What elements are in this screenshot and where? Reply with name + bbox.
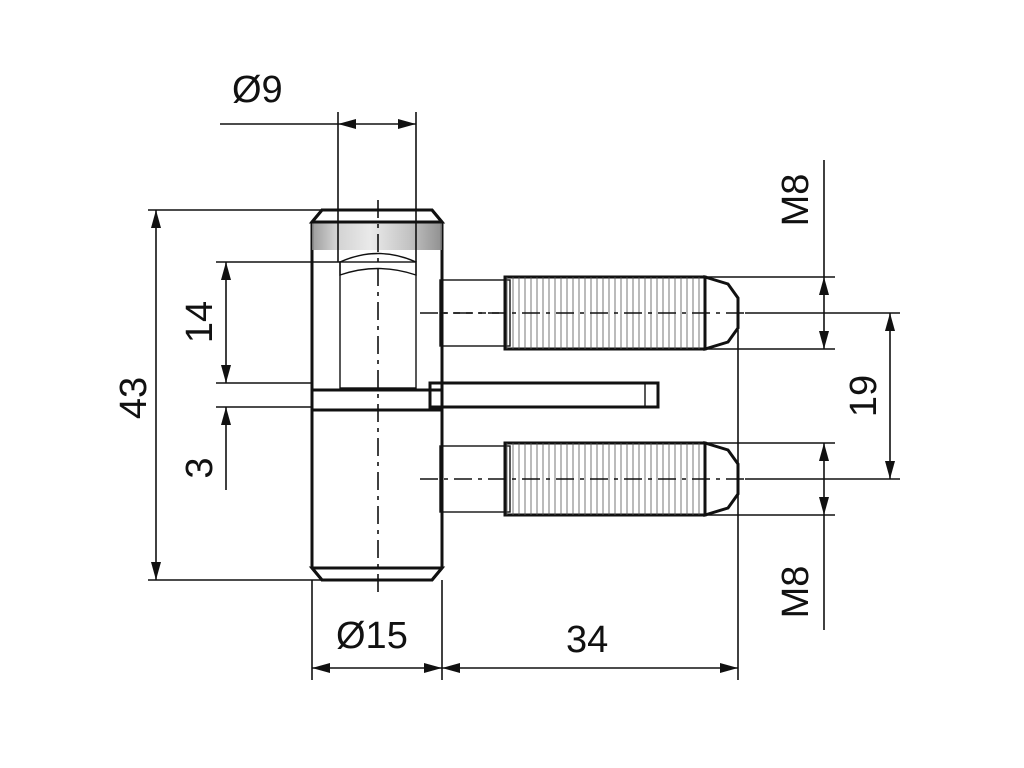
- center-lines: [377, 200, 745, 592]
- thread-bottom-label: M8: [775, 566, 817, 619]
- lower-barrel: [308, 388, 446, 582]
- dimension-lines: [151, 119, 895, 673]
- height-total-label: 43: [113, 377, 155, 419]
- length-label: 34: [566, 619, 608, 661]
- diameter-bottom-label: Ø15: [336, 615, 408, 657]
- upper-barrel: [308, 208, 446, 392]
- pitch-label: 19: [843, 375, 885, 417]
- height-upper-label: 14: [179, 301, 221, 343]
- gap-label: 3: [179, 457, 221, 478]
- diameter-top-label: Ø9: [232, 69, 283, 111]
- thread-top-label: M8: [775, 174, 817, 227]
- extension-lines: [148, 112, 900, 680]
- center-tab: [428, 381, 660, 409]
